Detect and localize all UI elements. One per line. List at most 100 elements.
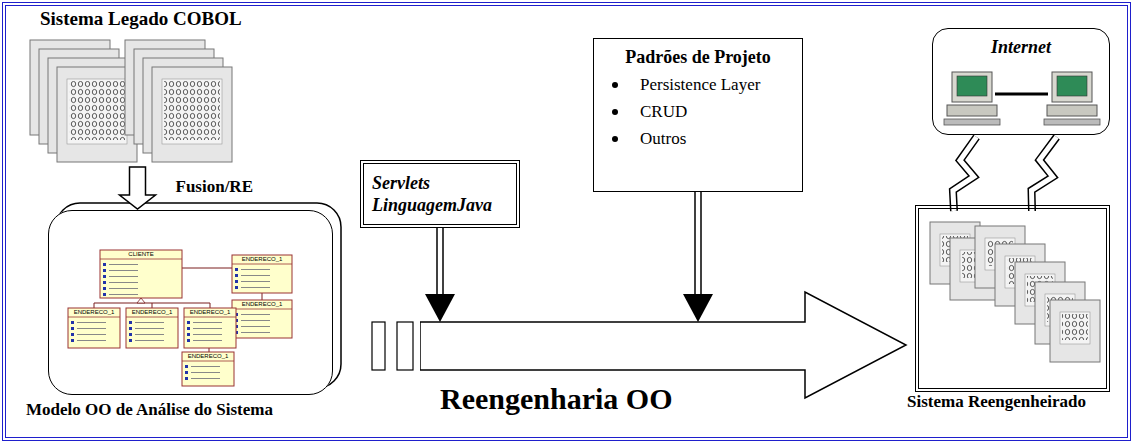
arrow-shaft — [442, 228, 444, 294]
connector — [953, 137, 977, 211]
uml-attribute-row — [109, 282, 138, 283]
bullet-text: Outros — [640, 129, 686, 149]
uml-attribute-row — [109, 264, 138, 265]
uml-attribute-row — [241, 281, 270, 282]
uml-class-box — [126, 308, 178, 348]
uml-attribute-icon — [103, 275, 106, 278]
uml-attribute-row — [241, 320, 270, 321]
bullet-item: Persistence Layer — [612, 75, 794, 95]
computer-base — [947, 105, 997, 116]
uml-attribute-row — [135, 322, 164, 323]
uml-attribute-row — [191, 372, 220, 373]
uml-attribute-row — [191, 378, 220, 379]
uml-class-divider — [68, 317, 120, 318]
node-label: Sistema Legado COBOL — [40, 8, 242, 30]
uml-attribute-row — [77, 340, 106, 341]
arrow-tail-block — [397, 322, 413, 370]
arrow-shaft — [436, 228, 438, 294]
uml-class-name: ENDERECO_1 — [185, 309, 235, 316]
computer-keyboard — [944, 119, 1000, 125]
bullet-item: Outros — [612, 129, 794, 149]
uml-attribute-icon — [71, 321, 74, 324]
node-label: Internet — [933, 37, 1109, 58]
uml-attribute-icon — [187, 327, 190, 330]
design-patterns-box: Padrões de ProjetoPersistence LayerCRUD O… — [593, 38, 803, 192]
uml-attribute-row — [135, 340, 164, 341]
node-label: Padrões de Projeto — [594, 47, 802, 68]
uml-attribute-row — [135, 334, 164, 335]
uml-attribute-icon — [235, 268, 238, 271]
bullet-dot — [612, 136, 618, 142]
computer-keyboard — [1044, 119, 1100, 125]
uml-attribute-icon — [185, 365, 188, 368]
document-page — [152, 67, 232, 162]
uml-attribute-icon — [187, 339, 190, 342]
node-label: Sistema Reengenheirado — [907, 392, 1086, 412]
uml-attribute-row — [193, 334, 222, 335]
uml-attribute-row — [241, 332, 270, 333]
lightning-fill — [1032, 137, 1057, 211]
uml-attribute-row — [193, 322, 222, 323]
uml-attribute-icon — [185, 377, 188, 380]
connector — [1032, 137, 1057, 211]
lightning-outline — [1032, 137, 1057, 211]
uml-class-divider — [182, 361, 234, 362]
arrow-head — [425, 294, 455, 322]
uml-class-box — [232, 300, 292, 338]
node-label: Reengenharia OO — [440, 382, 673, 416]
reengineering-arrow: Reengenharia OO — [420, 290, 910, 430]
node-label: Modelo OO de Análise do Sistema — [26, 400, 273, 420]
uml-attribute-row — [241, 269, 270, 270]
bullet-text: CRUD — [640, 102, 687, 122]
uml-attribute-icon — [103, 293, 106, 296]
connector — [425, 228, 455, 322]
uml-attribute-row — [241, 314, 270, 315]
bullet-text: Persistence Layer — [640, 75, 760, 95]
uml-class-box — [68, 308, 120, 348]
computer-screen — [1057, 76, 1087, 96]
lightning-outline — [953, 137, 977, 211]
model-ground — [48, 210, 333, 395]
uml-inheritance — [137, 298, 145, 303]
uml-attribute-row — [193, 340, 222, 341]
bullet-item: CRUD — [612, 102, 794, 122]
uml-class-name: ENDERECO_1 — [69, 309, 119, 316]
computer-monitor — [1052, 72, 1092, 102]
uml-class-name: ENDERECO_1 — [233, 256, 291, 263]
computer-monitor — [952, 72, 992, 102]
uml-attribute-icon — [71, 327, 74, 330]
uml-attribute-row — [241, 275, 270, 276]
connector — [120, 167, 156, 209]
uml-attribute-icon — [103, 287, 106, 290]
uml-class-box — [100, 250, 182, 298]
computer-screen — [957, 76, 987, 96]
uml-attribute-row — [241, 287, 270, 288]
uml-attribute-icon — [129, 321, 132, 324]
arrow-tail-block — [372, 322, 385, 370]
technology-box: Servlets LinguagemJava — [360, 160, 520, 228]
arrow-head — [683, 294, 713, 322]
uml-attribute-icon — [187, 333, 190, 336]
uml-attribute-icon — [187, 321, 190, 324]
uml-attribute-icon — [71, 333, 74, 336]
uml-attribute-icon — [103, 281, 106, 284]
uml-attribute-row — [109, 276, 138, 277]
uml-class-name: ENDERECO_1 — [233, 301, 291, 308]
uml-attribute-row — [109, 270, 138, 271]
uml-class-box — [182, 352, 234, 386]
page-code-rows — [164, 81, 220, 140]
edge-label: Fusion/RE — [174, 177, 255, 197]
document-page — [1050, 300, 1100, 362]
uml-class-box — [232, 255, 292, 293]
internet-box: Internet — [932, 28, 1110, 135]
network-link — [995, 93, 1048, 96]
page-panel — [162, 79, 222, 144]
uml-attribute-row — [77, 328, 106, 329]
node-label: Servlets LinguagemJava — [372, 172, 508, 217]
uml-class-divider — [232, 264, 292, 265]
uml-attribute-icon — [71, 339, 74, 342]
uml-attribute-row — [241, 326, 270, 327]
